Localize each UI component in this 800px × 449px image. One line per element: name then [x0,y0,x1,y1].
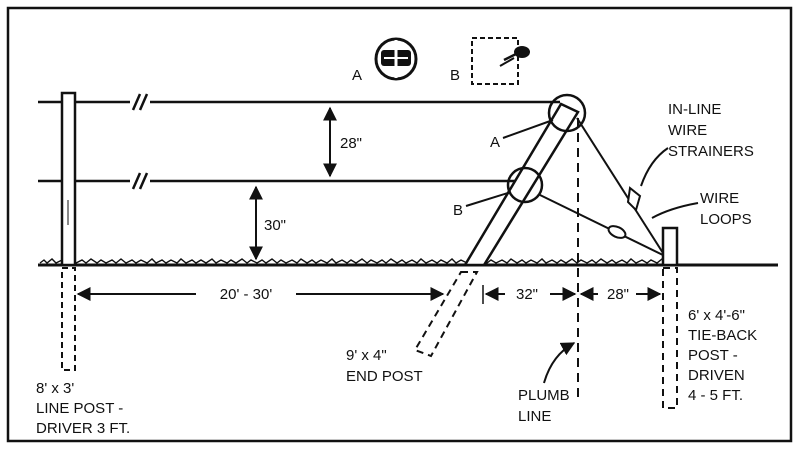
strainers-callout: IN-LINE WIRE STRAINERS [668,101,754,160]
detail-a-label: A [352,67,362,84]
strainer-a-circle [547,93,587,133]
ground-line [38,258,778,267]
strainer-a-label: A [490,134,500,151]
loops-callout: WIRE LOOPS [700,190,752,228]
ground-wire-label: 30" [264,217,286,234]
strainer-a-leader [502,119,554,139]
detail-a-icon [374,37,418,81]
inline-strainer-lower [607,225,627,239]
strainer-b-label: B [453,202,463,219]
plumb-leader [543,342,576,384]
end-post-callout: 9' x 4" END POST [346,347,423,385]
detail-b-label: B [450,67,460,84]
wire-break-icon [131,93,149,111]
top-wire [38,93,560,111]
tieback-offset-label: 28" [607,286,629,303]
bottom-wire [38,172,518,190]
tieback-callout: 6' x 4'-6" TIE-BACK POST - DRIVEN 4 - 5 … [688,307,761,404]
inline-strainer-upper [626,186,642,212]
wire-gap-dimension [318,101,342,178]
wire-break-icon [131,172,149,190]
brace-base-label: 32" [516,286,538,303]
brace-base-dimension [482,285,577,304]
strainer-b-circle [506,166,544,204]
strainers-leader [640,147,669,187]
end-post [413,102,580,358]
tieback-post [661,226,679,409]
diagram-border [6,6,793,443]
detail-b-icon [471,37,530,85]
tieback-wires [539,117,671,265]
plumb-callout: PLUMB LINE [518,387,574,425]
wire-gap-label: 28" [340,135,362,152]
post-spacing-label: 20' - 30' [220,286,273,303]
loops-leader [651,202,699,219]
line-post [60,91,77,371]
line-post-callout: 8' x 3' LINE POST - DRIVER 3 FT. [36,380,130,437]
strainer-b-leader [465,191,512,207]
